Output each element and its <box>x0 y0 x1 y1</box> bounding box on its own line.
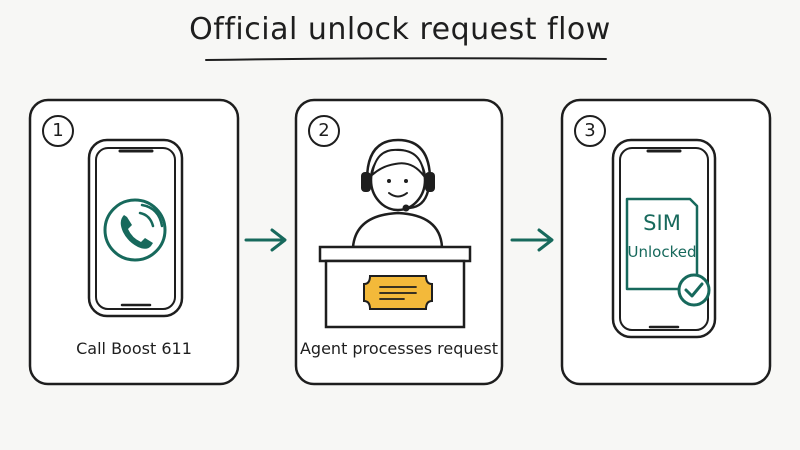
sim-status-label: Unlocked <box>627 243 697 261</box>
step-1-number: 1 <box>52 120 64 141</box>
step-2-caption: Agent processes request <box>299 339 498 358</box>
arrow-right-icon <box>510 228 554 252</box>
step-3-number-badge <box>574 115 606 147</box>
support-agent-icon <box>318 138 472 329</box>
sim-label: SIM <box>643 211 681 235</box>
step-1-caption: Call Boost 611 <box>76 339 192 358</box>
ticket-icon <box>363 275 433 310</box>
diagram-title: Official unlock request flow <box>189 12 611 47</box>
step-3-number: 3 <box>584 120 596 141</box>
step-2-number-badge <box>308 115 340 147</box>
checkmark-icon <box>677 273 711 307</box>
step-1-number-badge <box>42 115 74 147</box>
phone-call-icon <box>87 138 184 318</box>
sim-unlocked-icon <box>611 138 717 339</box>
step-2-number: 2 <box>318 120 330 141</box>
title-underline <box>205 57 607 61</box>
arrow-right-icon <box>244 228 287 252</box>
